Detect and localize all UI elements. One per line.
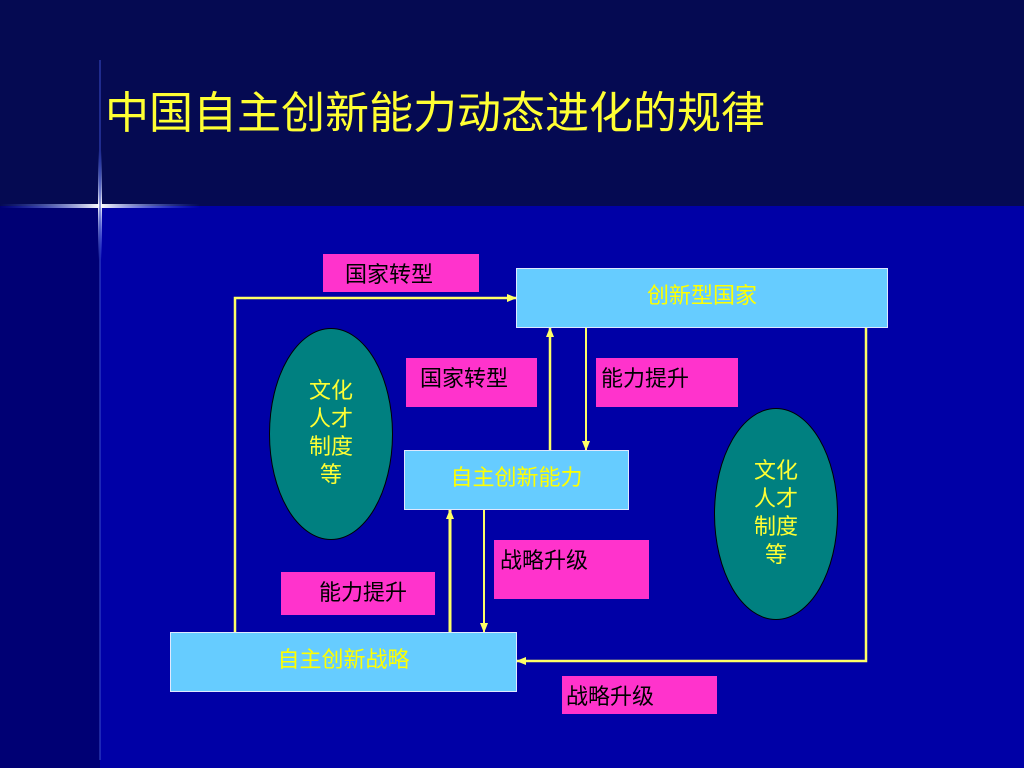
independent-capability-box: 自主创新能力	[404, 450, 629, 510]
culture-talent-ellipse-right: 文化人才制度等	[714, 408, 838, 620]
innovative-country-box: 创新型国家	[516, 268, 888, 328]
page-title: 中国自主创新能力动态进化的规律	[105, 88, 765, 139]
header-band	[0, 0, 1024, 206]
strategy-upgrade-label-mid: 战略升级	[494, 540, 649, 599]
culture-talent-text-left: 文化人才制度等	[308, 379, 353, 488]
capability-upgrade-label-mid: 能力提升	[596, 358, 738, 407]
independent-capability-label: 自主创新能力	[450, 466, 583, 491]
capability-upgrade-label-low: 能力提升	[281, 572, 435, 615]
independent-strategy-label: 自主创新战略	[277, 648, 410, 673]
culture-talent-ellipse-left: 文化人才制度等	[269, 328, 393, 540]
loop-right-arrow	[516, 328, 868, 665]
innovative-country-label: 创新型国家	[646, 284, 757, 309]
strategy-upgrade-label-bottom: 战略升级	[562, 676, 717, 714]
independent-strategy-box: 自主创新战略	[170, 632, 517, 692]
loop-left-arrow	[233, 294, 517, 632]
culture-talent-text-right: 文化人才制度等	[753, 459, 798, 568]
national-transition-label-mid: 国家转型	[406, 358, 537, 407]
national-transition-label-top: 国家转型	[323, 254, 479, 292]
left-margin-band	[0, 206, 100, 768]
